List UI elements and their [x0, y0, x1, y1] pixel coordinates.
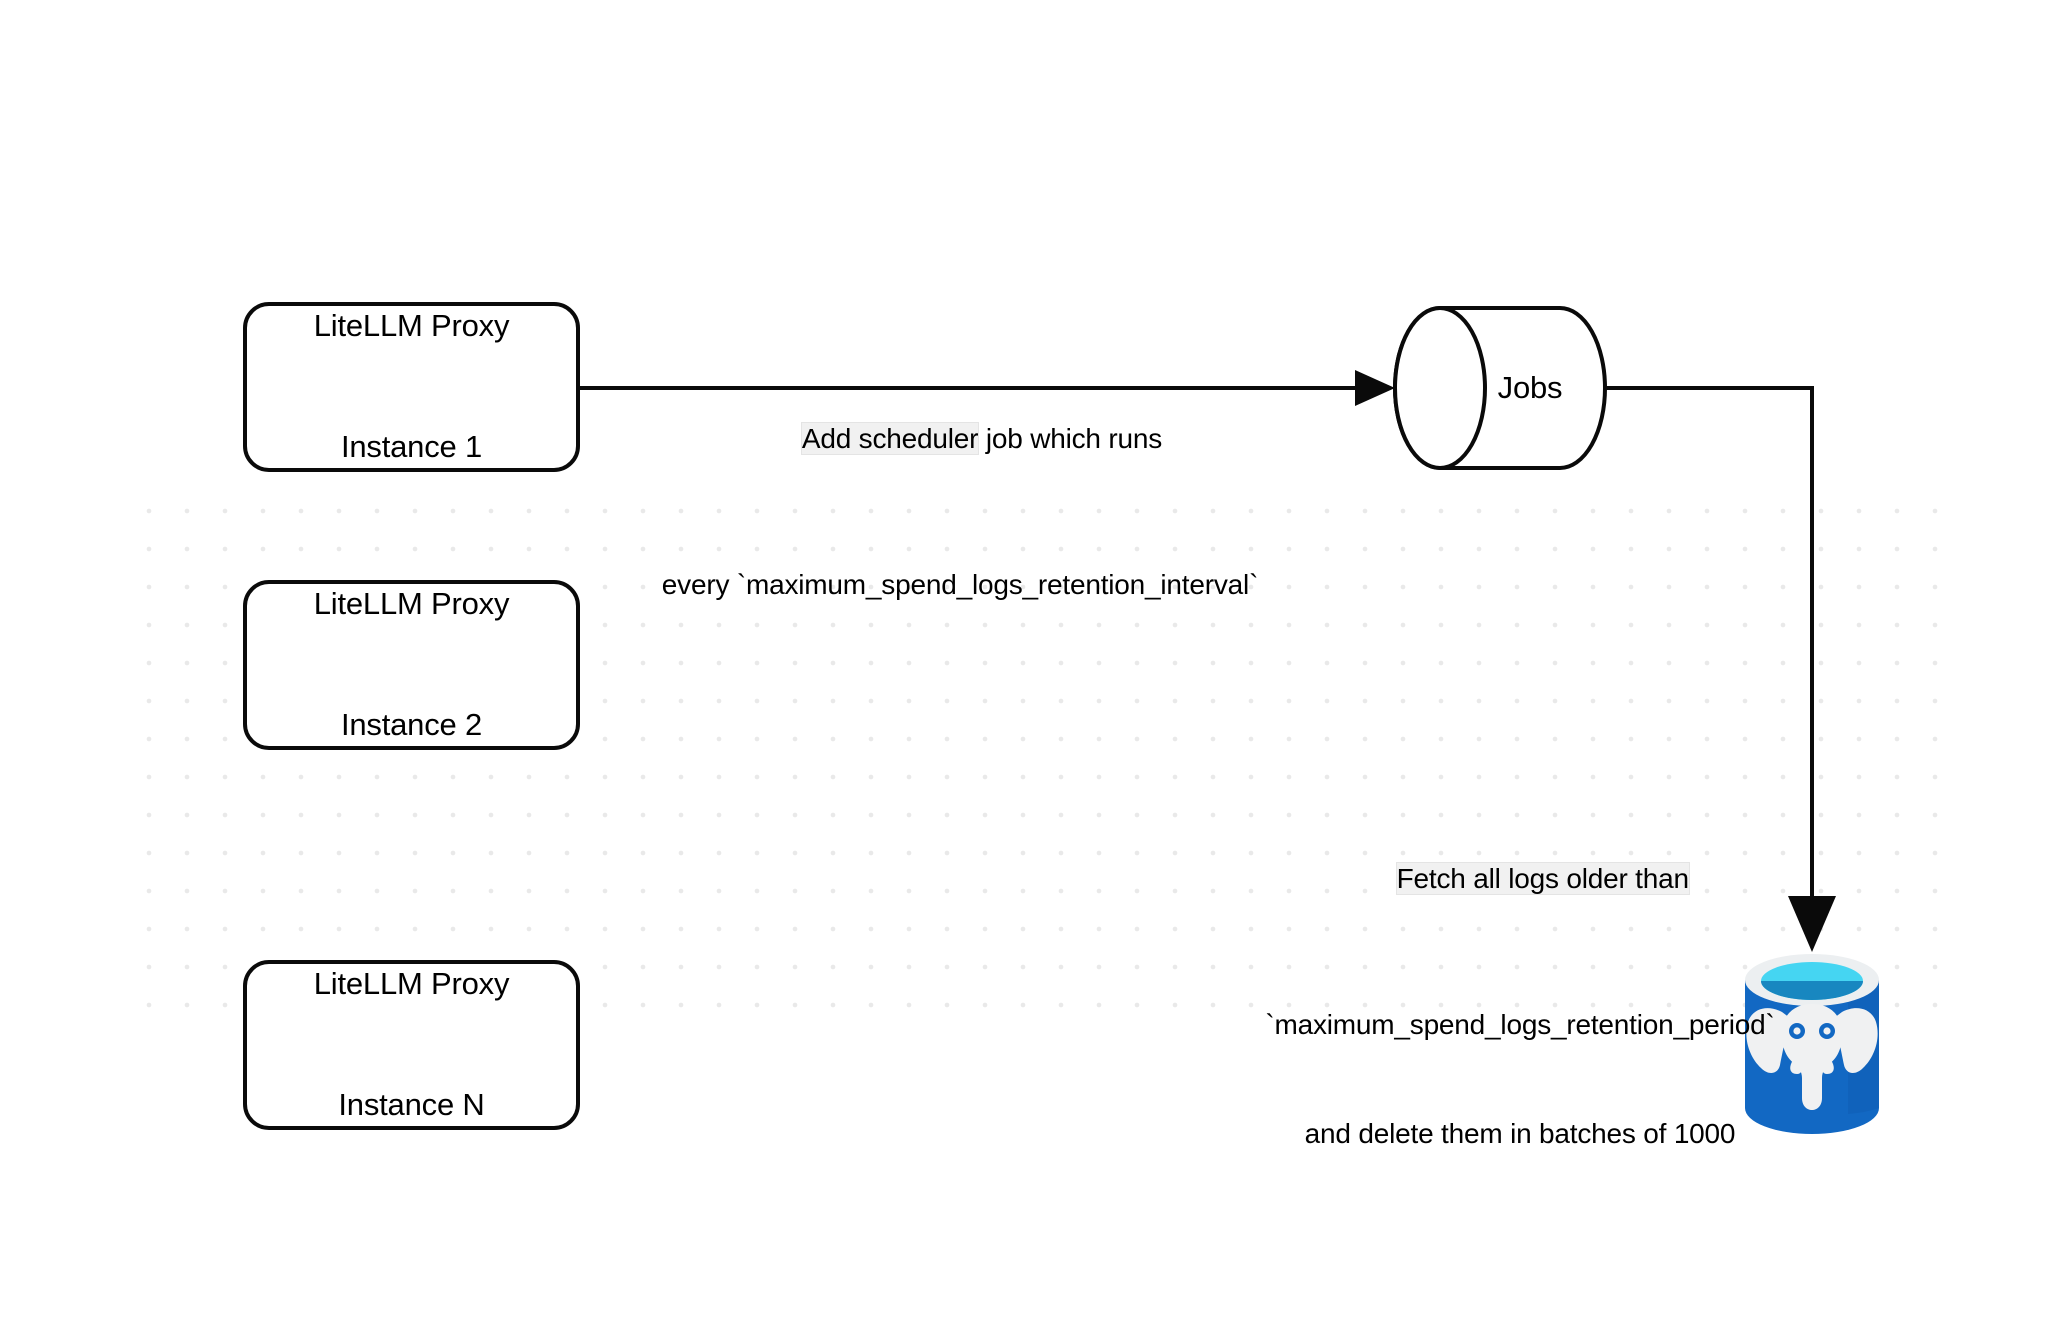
- arrowhead-icon: [1788, 896, 1836, 952]
- database-liquid-shade: [1761, 981, 1863, 1000]
- node-postgres-database[interactable]: [1745, 954, 1879, 1134]
- arrowhead-icon: [1355, 370, 1395, 406]
- node-proxy-instance-2[interactable]: [243, 580, 580, 750]
- node-jobs-cylinder[interactable]: [1392, 306, 1608, 470]
- edge-jobs-to-postgres: [1605, 386, 1836, 952]
- edge-proxy1-to-jobs: [578, 370, 1395, 406]
- node-proxy-instance-n[interactable]: [243, 960, 580, 1130]
- postgresql-elephant-icon: [1746, 1004, 1878, 1110]
- node-proxy-instance-1[interactable]: [243, 302, 580, 472]
